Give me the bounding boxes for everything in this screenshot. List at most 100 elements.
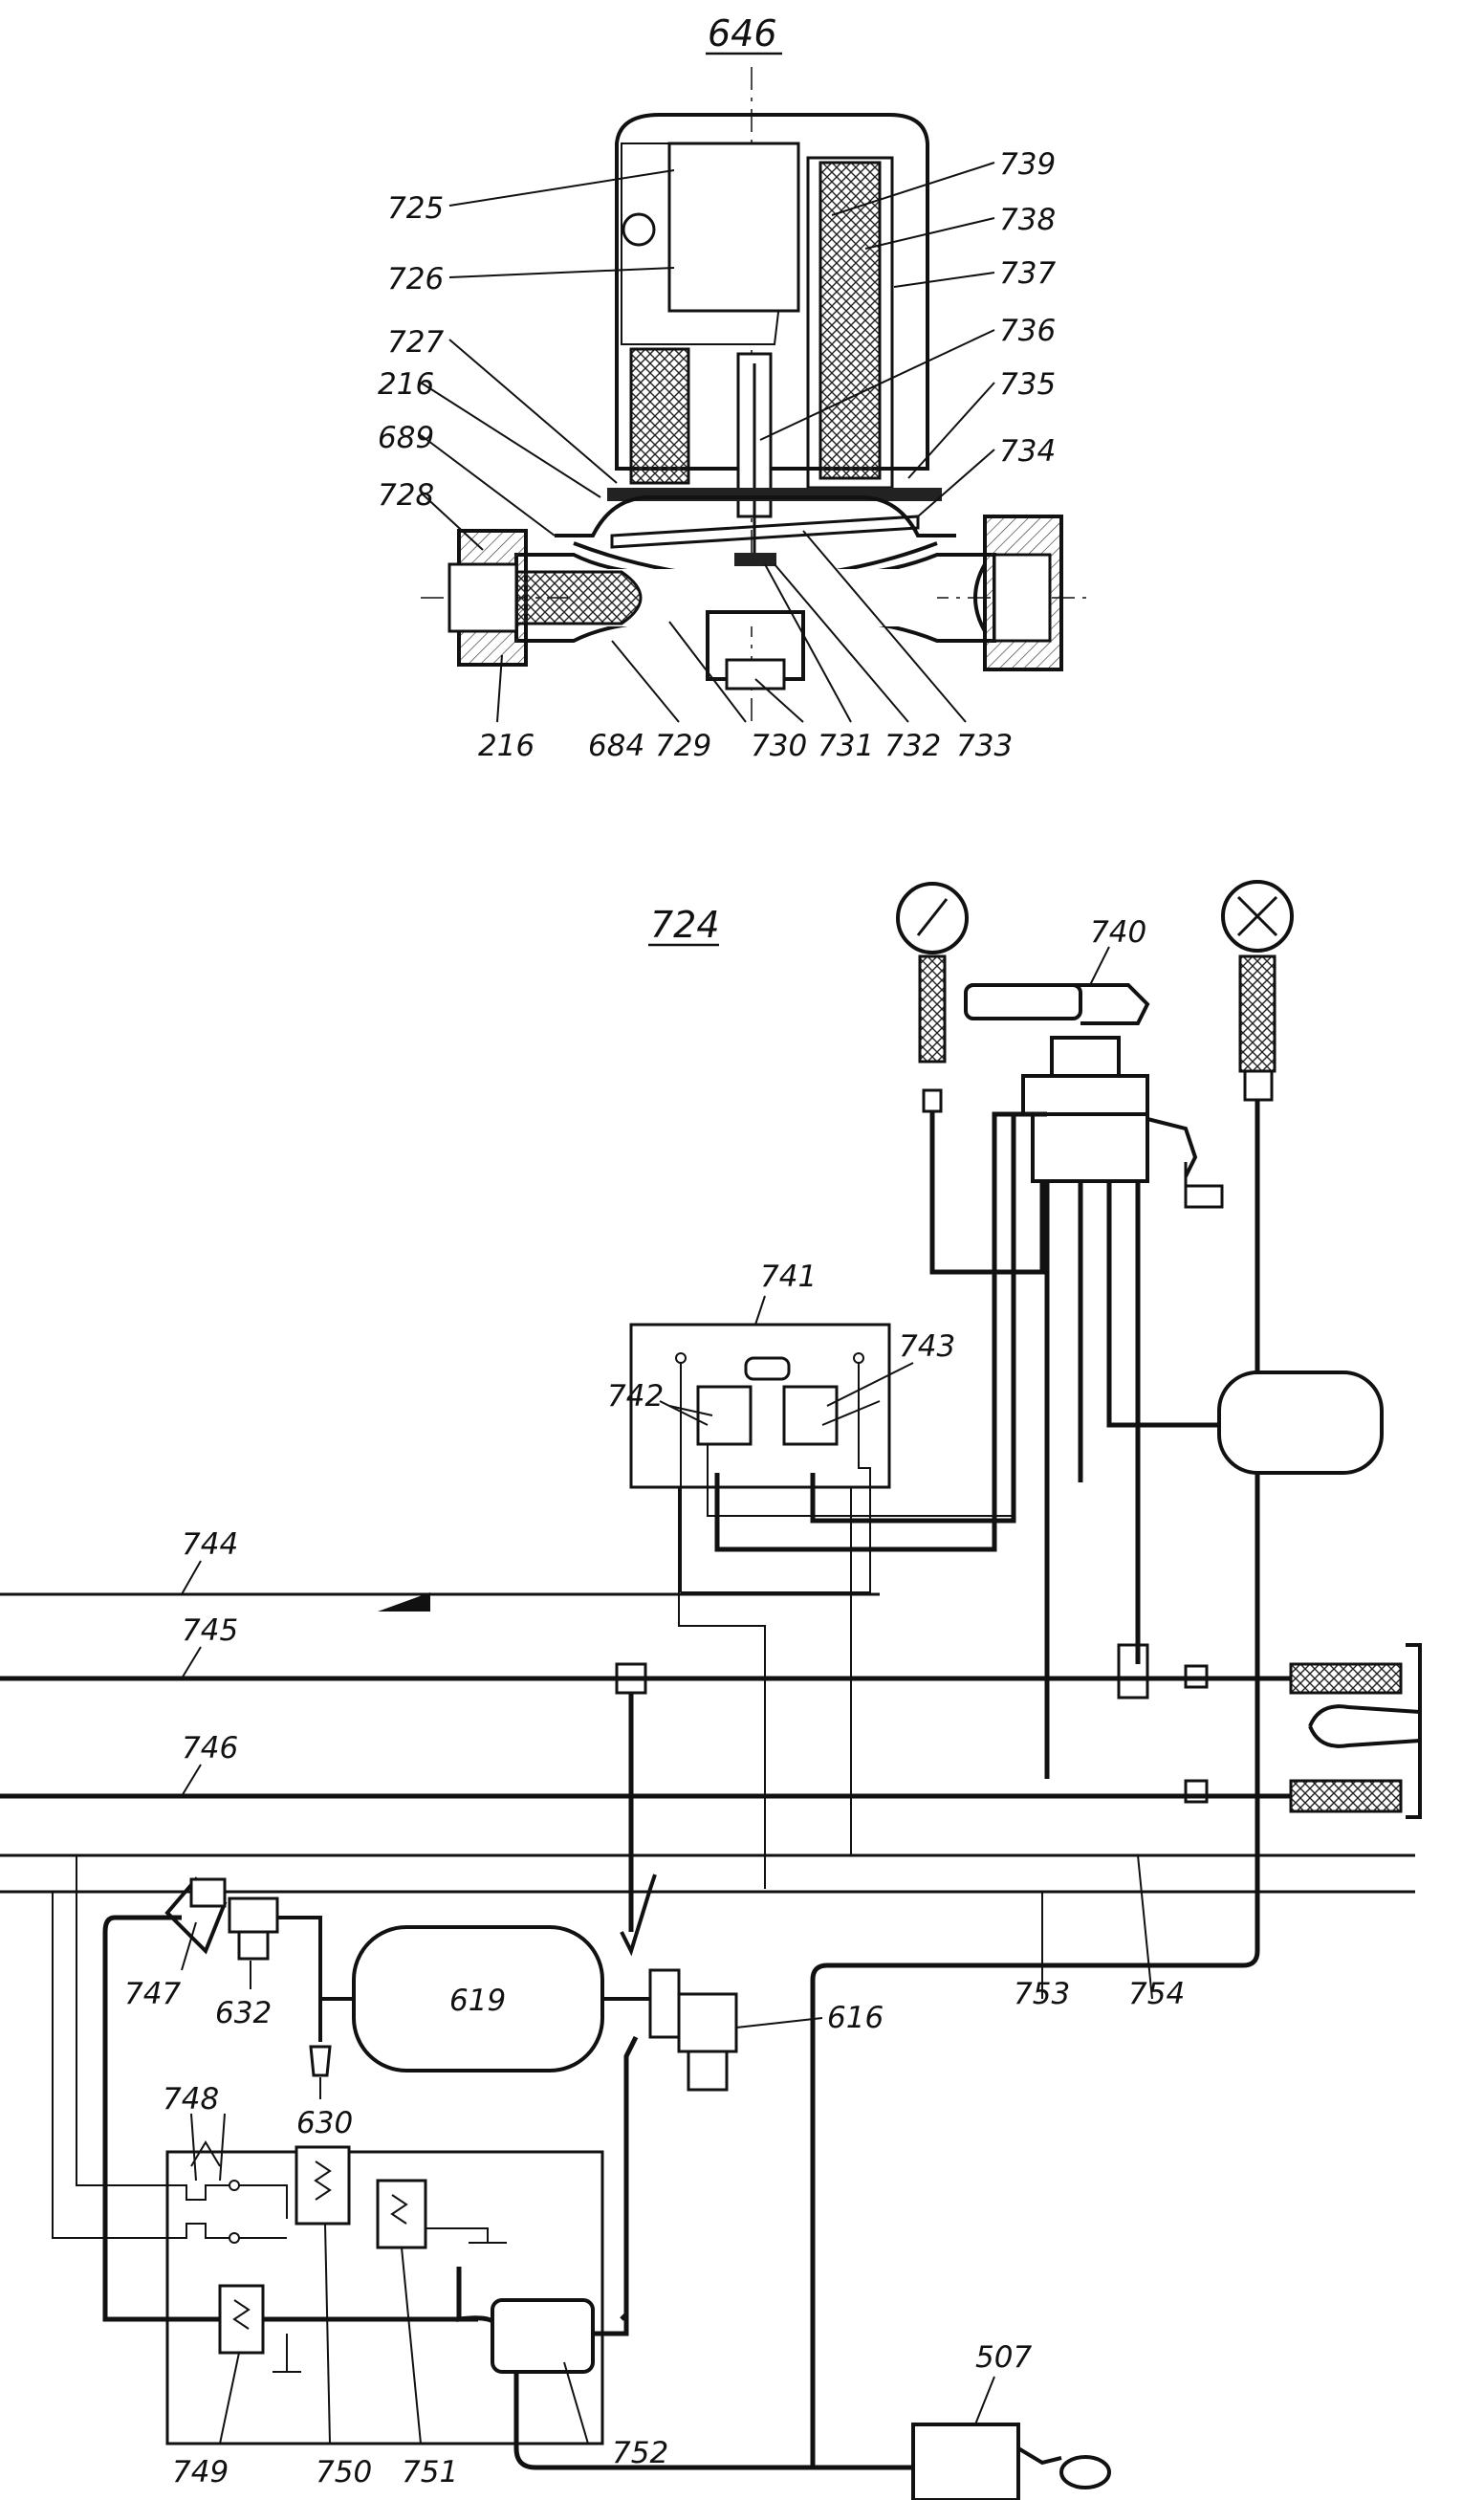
- label-733: 733: [956, 729, 1013, 763]
- pressure-gauge-right: [1221, 880, 1294, 953]
- reservoir-right: [1217, 1371, 1384, 1475]
- brake-valve-body: [1031, 1112, 1149, 1183]
- label-728: 728: [378, 478, 434, 513]
- coil-winding-left: [629, 347, 690, 485]
- leader-lines-lines: [181, 1560, 202, 1797]
- brake-valve-side-arm: [1146, 1117, 1198, 1177]
- label-745: 745: [182, 1613, 238, 1648]
- valve-616-body: [677, 1992, 738, 2053]
- valve-housing: [615, 113, 929, 471]
- relay-749: [218, 2284, 265, 2355]
- drain-plug: [725, 658, 786, 691]
- leader-lines-lower: [181, 946, 1153, 2445]
- panel-wiring: [52, 1855, 288, 2244]
- valve-745: [1184, 1664, 1209, 1689]
- label-740: 740: [1090, 915, 1146, 950]
- leader-741: [754, 1295, 766, 1326]
- label-737: 737: [999, 256, 1056, 291]
- figure-724: 724 74: [0, 880, 1422, 2500]
- drain-cock-630: [309, 2045, 332, 2077]
- valve-632: [228, 1897, 279, 1934]
- valve-616-base: [687, 2050, 729, 2092]
- label-632: 632: [215, 1996, 272, 2030]
- leader-743: [826, 1362, 914, 1407]
- figure-646-title: 646: [708, 12, 777, 55]
- brake-cylinder-head: [1059, 2455, 1111, 2489]
- leader-742: [668, 1405, 713, 1416]
- gauge-left-hose: [918, 954, 947, 1064]
- label-630: 630: [296, 2106, 353, 2140]
- gauge-right-needles: [1236, 895, 1278, 937]
- label-751: 751: [402, 2455, 458, 2489]
- pipe-to-drain: [277, 1916, 322, 2042]
- valve-752: [491, 2298, 595, 2374]
- gauge-right-hose: [1238, 954, 1277, 1073]
- right-pipe-end: [993, 553, 1052, 643]
- brake-valve-handle: [964, 983, 1082, 1020]
- leader-616: [735, 2017, 823, 2029]
- right-seal: [973, 563, 987, 632]
- label-754: 754: [1128, 1977, 1185, 2011]
- label-742: 742: [607, 1379, 664, 1414]
- pressure-switch-743: [782, 1385, 839, 1446]
- relay-springs: [232, 2160, 408, 2330]
- label-216-bottom: 216: [478, 729, 535, 763]
- label-746: 746: [182, 1731, 238, 1765]
- label-749: 749: [172, 2455, 229, 2489]
- label-748: 748: [163, 2082, 219, 2116]
- brake-valve-cap: [1050, 1036, 1121, 1078]
- label-732: 732: [884, 729, 941, 763]
- left-pipe-end: [447, 562, 518, 633]
- cock-745: [1117, 1643, 1149, 1700]
- label-684: 684: [588, 729, 644, 763]
- label-741: 741: [760, 1260, 817, 1294]
- label-744: 744: [182, 1527, 238, 1562]
- brake-cylinder-rod: [1016, 2446, 1062, 2466]
- label-738: 738: [999, 203, 1056, 237]
- label-616: 616: [827, 2001, 884, 2035]
- label-752: 752: [612, 2436, 668, 2470]
- label-730: 730: [751, 729, 807, 763]
- valve-616-left: [648, 1968, 681, 2039]
- relay-contact-bar: [744, 1356, 791, 1381]
- pipe-752-to-507: [513, 2372, 913, 2470]
- label-619: 619: [449, 1984, 506, 2018]
- label-726: 726: [387, 262, 444, 296]
- label-216-top: 216: [378, 367, 434, 402]
- label-731: 731: [818, 729, 874, 763]
- brake-valve-lever: [1042, 983, 1150, 1025]
- gauge-right-fitting: [1243, 1069, 1274, 1102]
- figure-646: 646: [378, 12, 1090, 763]
- body-upper-flange: [555, 495, 956, 537]
- label-747: 747: [124, 1977, 181, 2011]
- relay-box-741: [629, 1323, 891, 1489]
- brake-valve-body-upper: [1021, 1074, 1149, 1116]
- brake-valve-cock: [1184, 1184, 1224, 1209]
- electric-coupler-plug: [1308, 1704, 1422, 1748]
- gauge-left-needle: [916, 898, 949, 936]
- flow-passage: [574, 569, 937, 626]
- valve-747-cap: [189, 1877, 227, 1908]
- valve-632-body: [237, 1930, 270, 1961]
- pipe-752-up: [593, 2056, 629, 2336]
- label-734: 734: [999, 434, 1056, 469]
- label-725: 725: [387, 191, 444, 226]
- label-689: 689: [378, 421, 434, 455]
- pressure-gauge-left: [896, 882, 969, 954]
- gauge-left-fitting: [922, 1088, 943, 1113]
- valve-746: [1184, 1779, 1209, 1804]
- nameplate: [667, 142, 800, 313]
- label-753: 753: [1014, 1977, 1070, 2011]
- mounting-lug-hole: [622, 212, 656, 247]
- label-736: 736: [999, 314, 1056, 348]
- ground-symbols: [273, 2227, 507, 2373]
- lower-boss: [706, 610, 805, 681]
- label-507: 507: [975, 2340, 1032, 2375]
- label-739: 739: [999, 147, 1056, 182]
- pressure-switch-742: [696, 1385, 753, 1446]
- coupling-head: [1406, 1643, 1422, 1819]
- filter-strainer: [514, 570, 643, 625]
- valve-pipes: [714, 1100, 1260, 2467]
- line-744-coupler: [378, 1592, 430, 1612]
